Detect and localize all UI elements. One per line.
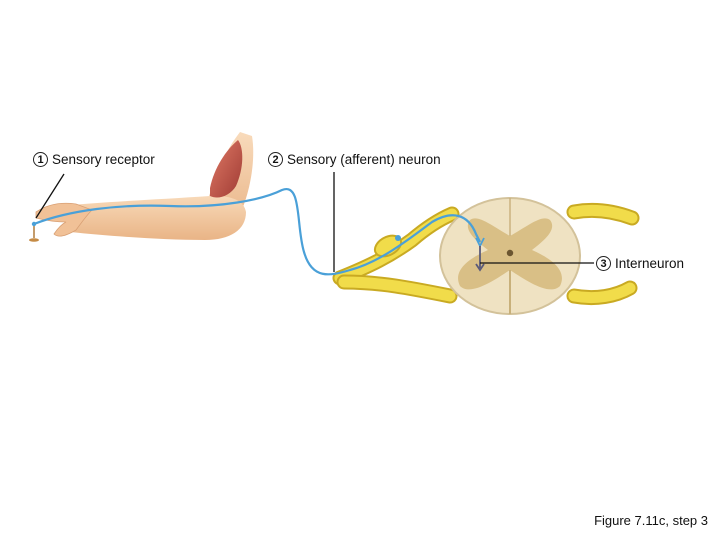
interneuron-text: Interneuron [615,256,685,271]
sensory-neuron-text: Sensory (afferent) neuron [287,152,441,167]
sensory-neuron-label: 2 Sensory (afferent) neuron [268,152,441,167]
leader-lines [35,172,594,272]
interneuron-cell [475,246,485,272]
step-number-badge: 3 [596,256,611,271]
spinal-cord [439,197,581,315]
arm [35,132,254,240]
stimulus-pin-icon [29,221,39,242]
sensory-receptor-text: Sensory receptor [52,152,155,167]
figure-caption: Figure 7.11c, step 3 [594,513,708,528]
spinal-nerves [332,202,640,306]
interneuron-label: 3 Interneuron [596,256,684,271]
muscle [210,140,243,198]
step-number-badge: 2 [268,152,283,167]
step-number-badge: 1 [33,152,48,167]
sensory-receptor-label: 1 Sensory receptor [33,152,155,167]
